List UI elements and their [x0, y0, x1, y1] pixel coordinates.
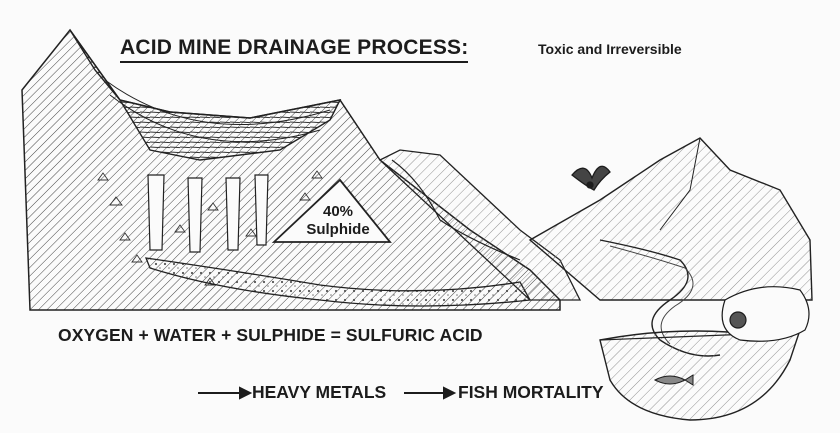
- reaction-equation: OXYGEN + WATER + SULPHIDE = SULFURIC ACI…: [58, 325, 483, 346]
- outcome-fish-mortality: FISH MORTALITY: [458, 382, 604, 403]
- bear-icon: [722, 287, 809, 342]
- mountain-left: [22, 30, 560, 310]
- ore-percent-label: 40%: [318, 203, 358, 220]
- outcome-heavy-metals: HEAVY METALS: [252, 382, 386, 403]
- diagram-title: ACID MINE DRAINAGE PROCESS:: [120, 36, 468, 63]
- mountain-right: [530, 138, 812, 300]
- lake: [600, 330, 800, 420]
- eagle-icon: [572, 166, 610, 190]
- diagram-subtitle: Toxic and Irreversible: [538, 41, 682, 57]
- ore-sulphide-label: Sulphide: [294, 221, 382, 238]
